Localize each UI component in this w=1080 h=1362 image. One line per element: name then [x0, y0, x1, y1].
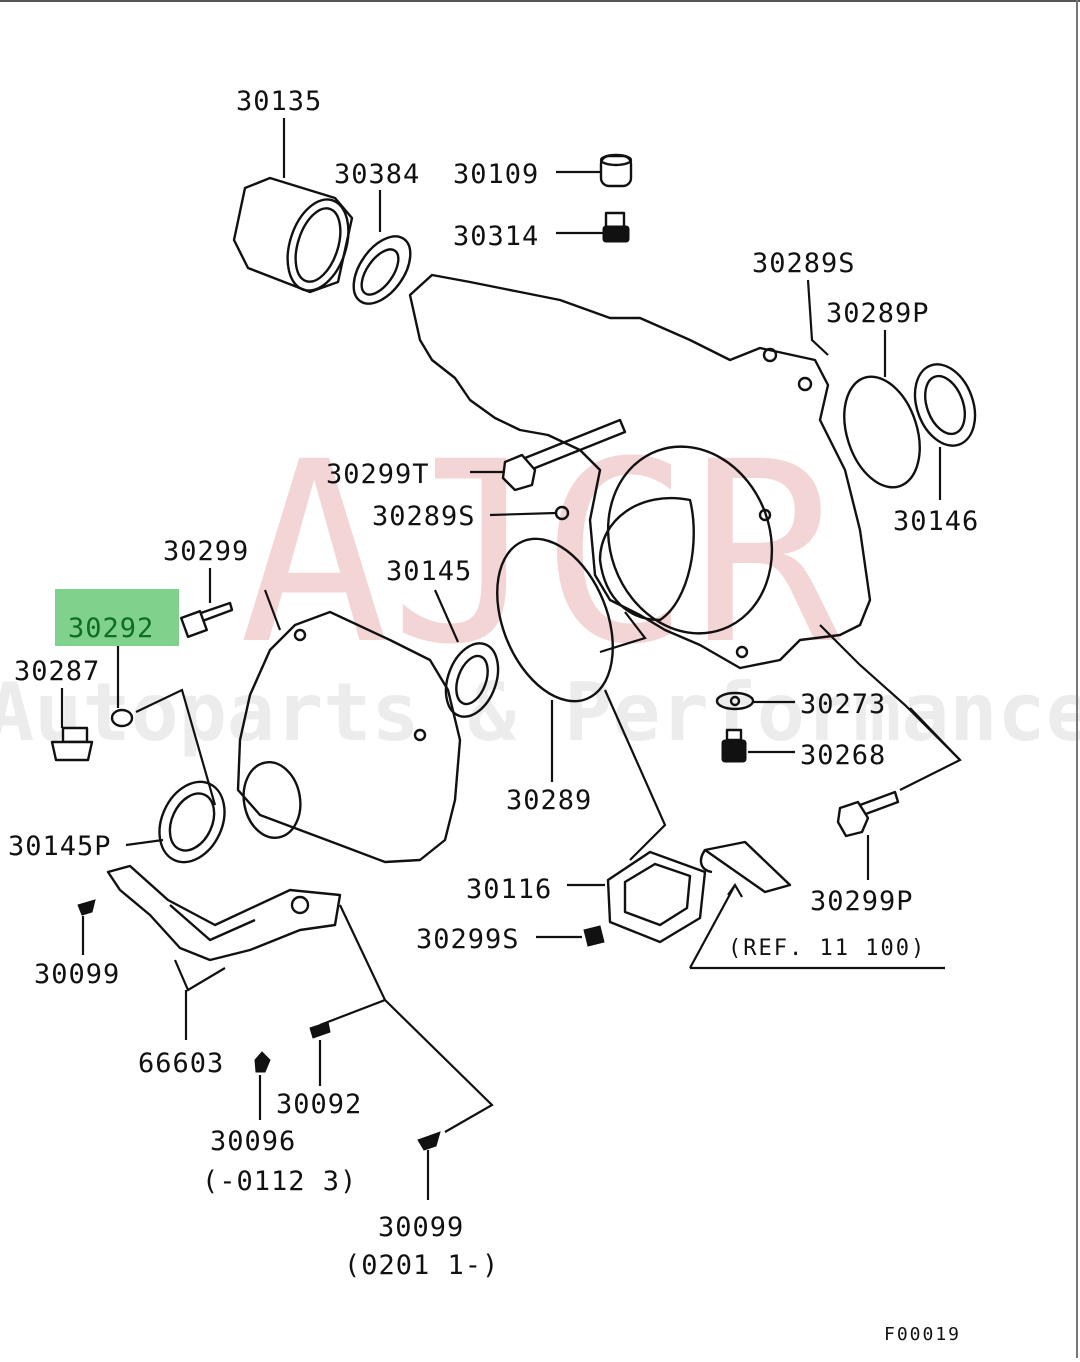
label-30299P: 30299P [810, 886, 914, 917]
part-30299P-bolt[interactable] [836, 790, 900, 838]
label-30092: 30092 [276, 1089, 362, 1120]
label-30299: 30299 [163, 536, 249, 567]
label-30299S-low: 30299S [416, 924, 520, 955]
label-30096: 30096 [210, 1126, 296, 1157]
label-30096-note: (-0112 3) [202, 1166, 357, 1197]
label-30099-bottom: 30099 [378, 1212, 464, 1243]
part-30384-bearing[interactable] [342, 226, 422, 313]
part-front-cover [236, 610, 462, 864]
part-30314-bolt[interactable] [602, 211, 630, 243]
part-ref-strainer [699, 840, 792, 894]
label-30384: 30384 [334, 159, 420, 190]
label-66603: 66603 [138, 1048, 224, 1079]
label-30116: 30116 [466, 874, 552, 905]
part-30116-plate[interactable] [606, 850, 707, 944]
part-30299T-bolt[interactable] [501, 418, 627, 492]
part-30099-bolt-bottom[interactable] [417, 1131, 441, 1151]
part-30287-plug[interactable] [50, 726, 94, 762]
part-30109-plug[interactable] [599, 153, 633, 188]
part-30289-gasket[interactable] [475, 522, 635, 719]
part-30292-washer[interactable] [110, 708, 134, 728]
part-30096-nut[interactable] [254, 1051, 271, 1073]
label-30145: 30145 [386, 556, 472, 587]
label-30135: 30135 [236, 86, 322, 117]
label-ref: (REF. 11 100) [728, 936, 926, 961]
part-30135-sleeve[interactable] [232, 176, 359, 298]
label-30299T: 30299T [326, 459, 430, 490]
part-transfer-case-housing [408, 273, 872, 670]
label-30145P: 30145P [8, 831, 112, 862]
part-30299S-bolt[interactable] [583, 925, 605, 947]
label-30109: 30109 [453, 159, 539, 190]
top-border [0, 0, 1080, 2]
label-30289: 30289 [506, 785, 592, 816]
label-30289S-mid: 30289S [372, 501, 476, 532]
label-30287: 30287 [14, 656, 100, 687]
part-66603-bracket[interactable] [106, 864, 342, 962]
part-30146-seal[interactable] [904, 356, 985, 454]
label-30273: 30273 [800, 689, 886, 720]
figure-code: F00019 [884, 1324, 961, 1345]
highlight-box [55, 589, 179, 646]
label-30146: 30146 [893, 506, 979, 537]
part-30099-bolt-left[interactable] [77, 899, 96, 916]
part-30145-seal[interactable] [436, 636, 507, 724]
label-30099-note: (0201 1-) [344, 1250, 499, 1281]
watermark-brand: AJCR [239, 408, 842, 699]
label-30289P: 30289P [826, 298, 930, 329]
part-30145P-seal[interactable] [147, 771, 237, 872]
part-30289P-oring[interactable] [831, 367, 933, 497]
part-30299-bolt[interactable] [179, 601, 234, 639]
label-30099-left: 30099 [34, 959, 120, 990]
label-30292-highlighted[interactable]: 30292 [68, 613, 154, 644]
label-30289S-top: 30289S [752, 248, 856, 279]
part-30268-plug[interactable] [721, 728, 747, 763]
label-30268: 30268 [800, 740, 886, 771]
leader-lines [60, 118, 962, 1200]
watermark-tagline: Autoparts & Performance [0, 666, 1080, 759]
label-30314: 30314 [453, 221, 539, 252]
right-border [1076, 0, 1078, 1358]
